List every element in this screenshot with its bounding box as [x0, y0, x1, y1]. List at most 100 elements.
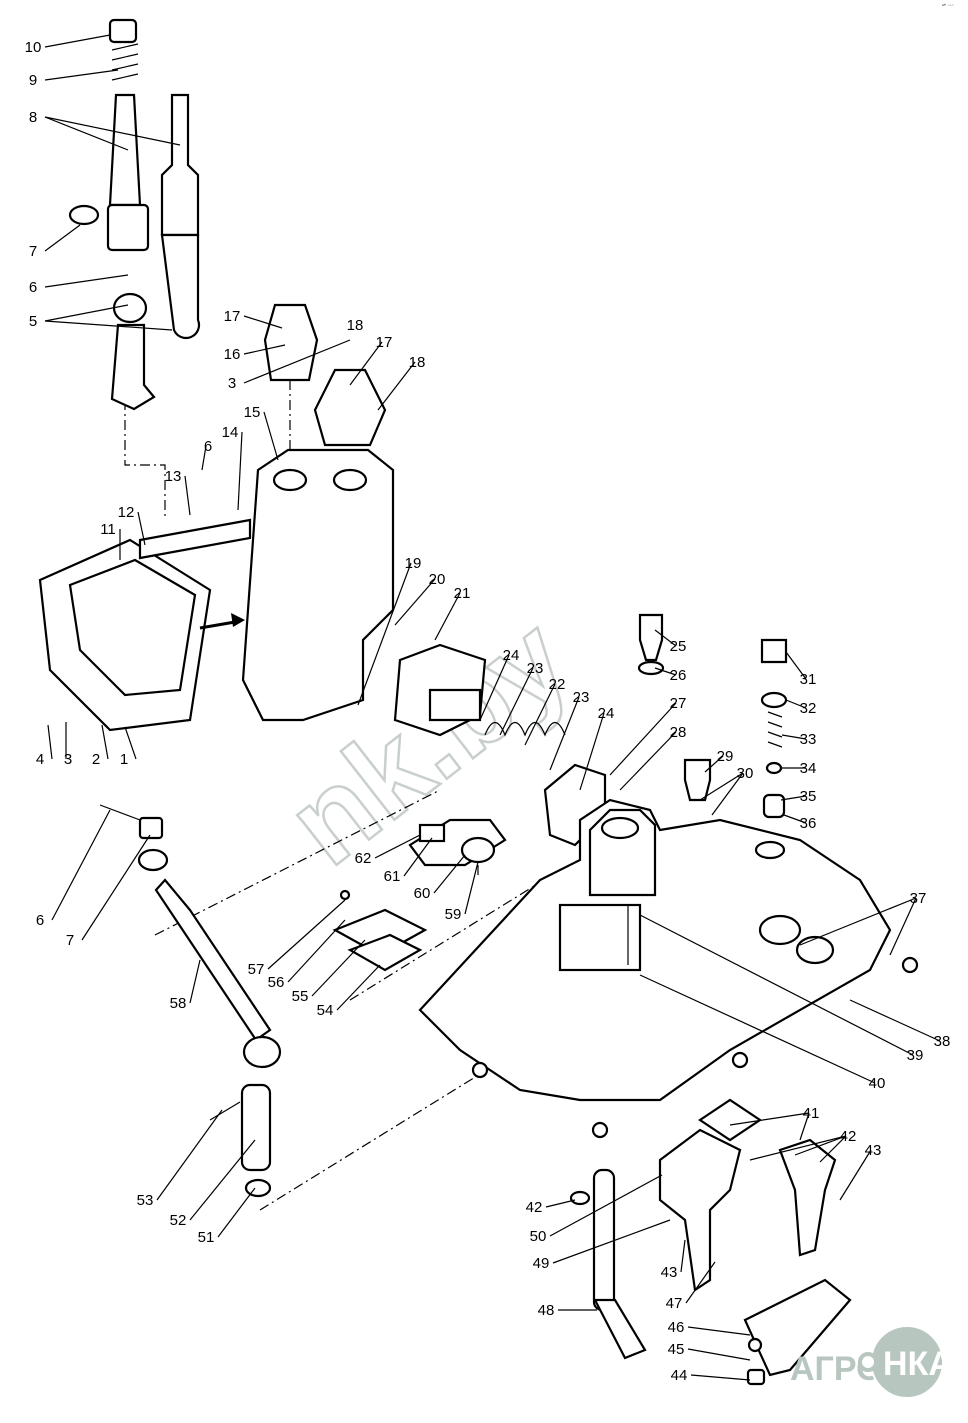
callout-label: 6 [36, 912, 44, 929]
callout-label: 31 [800, 671, 817, 688]
leader-line [579, 712, 605, 791]
callout-label: 43 [661, 1264, 678, 1281]
leader-line [237, 431, 243, 511]
callout-label: 43 [865, 1142, 882, 1159]
callout-label: 16 [224, 346, 241, 363]
callout-24: 24 [579, 705, 614, 791]
callout-21: 21 [434, 585, 471, 641]
leader-line [839, 1149, 872, 1201]
callout-label: 2 [92, 751, 100, 768]
leader-line [654, 629, 677, 647]
leader-line [687, 1326, 751, 1336]
plug-17 [263, 303, 319, 382]
callout-19: 19 [357, 555, 422, 706]
callout-label: 51 [198, 1229, 215, 1246]
housing-15 [241, 448, 395, 722]
callout-20: 20 [394, 571, 446, 626]
lever-47 [658, 1128, 742, 1292]
leader-line [819, 1135, 847, 1163]
callout-52: 52 [170, 1139, 256, 1229]
callout-label: 18 [347, 317, 364, 334]
callout-label: 37 [910, 890, 927, 907]
callout-55: 55 [292, 939, 366, 1005]
callout-label: 52 [170, 1212, 187, 1229]
callout-47: 47 [666, 1261, 716, 1312]
callout-12: 12 [118, 504, 146, 546]
callout-28: 28 [619, 724, 686, 791]
callout-label: 20 [429, 571, 446, 588]
leader-line [51, 809, 111, 921]
callout-7: 7 [66, 834, 151, 949]
leader-line [549, 1174, 663, 1237]
callout-label: 38 [934, 1033, 951, 1050]
leader-line [799, 1112, 810, 1141]
leader-line [680, 1239, 686, 1273]
callout-60: 60 [414, 854, 466, 902]
callout-3: 3 [228, 339, 351, 392]
leader-line [479, 654, 510, 721]
callout-56: 56 [268, 919, 346, 991]
callout-54: 54 [317, 964, 381, 1019]
leader-line [524, 683, 556, 746]
leader-line [499, 667, 534, 736]
callout-27: 27 [609, 695, 686, 776]
callout-22: 22 [524, 676, 565, 746]
callout-43: 43 [839, 1142, 882, 1201]
leader-line [124, 726, 137, 760]
callout-26: 26 [654, 667, 687, 684]
callout-label: 32 [800, 700, 817, 717]
callout-label: 11 [100, 521, 116, 538]
callout-33: 33 [781, 731, 816, 748]
callout-label: 58 [170, 995, 187, 1012]
callout-label: 14 [222, 424, 239, 441]
leader-line [794, 1135, 847, 1156]
callout-6: 6 [201, 438, 212, 471]
callout-1: 1 [120, 726, 137, 768]
leader-line [704, 755, 724, 773]
callout-label: 8 [29, 109, 37, 126]
plate-46 [743, 1278, 852, 1377]
callout-label: 39 [907, 1047, 924, 1064]
callout-label: 17 [224, 308, 241, 325]
callout-label: 9 [29, 72, 37, 89]
leader-line [336, 964, 381, 1011]
leader-line [189, 959, 201, 1004]
leader-line [849, 999, 941, 1042]
leader-line [349, 341, 383, 386]
pin-7 [68, 204, 100, 226]
callout-36: 36 [783, 814, 816, 832]
callout-45: 45 [668, 1341, 751, 1361]
callout-label: 24 [503, 647, 520, 664]
callout-46: 46 [668, 1319, 751, 1336]
callout-label: 55 [292, 988, 309, 1005]
leader-line [44, 320, 173, 331]
spring-22 [484, 721, 566, 737]
callout-label: 50 [530, 1228, 547, 1245]
leader-line [785, 699, 807, 709]
leader-line [711, 772, 744, 816]
leader-line [81, 834, 151, 941]
callout-label: 13 [165, 468, 182, 485]
callout-label: 48 [538, 1302, 555, 1319]
callout-39: 39 [639, 914, 924, 1064]
callout-23: 23 [549, 689, 590, 771]
callout-label: 21 [454, 585, 471, 602]
callout-49: 49 [533, 1219, 671, 1272]
callout-label: 3 [228, 375, 236, 392]
callout-label: 26 [670, 667, 687, 684]
rod-right [160, 93, 200, 237]
callout-label: 23 [573, 689, 590, 706]
callout-label: 19 [405, 555, 422, 572]
callout-38: 38 [849, 999, 951, 1050]
callout-29: 29 [704, 748, 733, 773]
callout-label: 59 [445, 906, 462, 923]
callout-53: 53 [137, 1109, 223, 1209]
pin-52 [240, 1083, 272, 1172]
callout-37: 37 [799, 890, 927, 956]
leader-line [639, 914, 914, 1056]
callout-34: 34 [781, 760, 816, 777]
leader-line [785, 651, 807, 680]
callout-14: 14 [222, 424, 243, 511]
callout-17: 17 [224, 308, 283, 329]
